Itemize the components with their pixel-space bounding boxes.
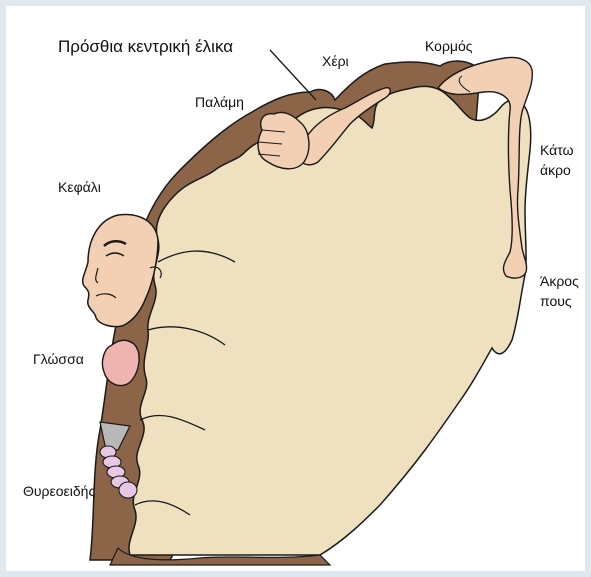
label-lower-limb-line2: άκρο <box>540 162 571 178</box>
label-precentral-gyrus: Πρόσθια κεντρική έλικα <box>58 37 233 56</box>
label-foot-line2: πους <box>540 293 572 309</box>
label-tongue: Γλώσσα <box>33 351 84 367</box>
label-head: Κεφάλι <box>58 179 101 195</box>
label-lower-limb-line1: Κάτω <box>540 142 574 158</box>
tongue-illustration <box>102 340 139 385</box>
label-thyroid: Θυρεοειδής <box>23 483 95 499</box>
label-foot-line1: Άκρος <box>540 273 579 289</box>
label-palm: Παλάμη <box>195 94 244 110</box>
label-hand: Χέρι <box>322 53 349 69</box>
label-trunk: Κορμός <box>425 38 473 54</box>
